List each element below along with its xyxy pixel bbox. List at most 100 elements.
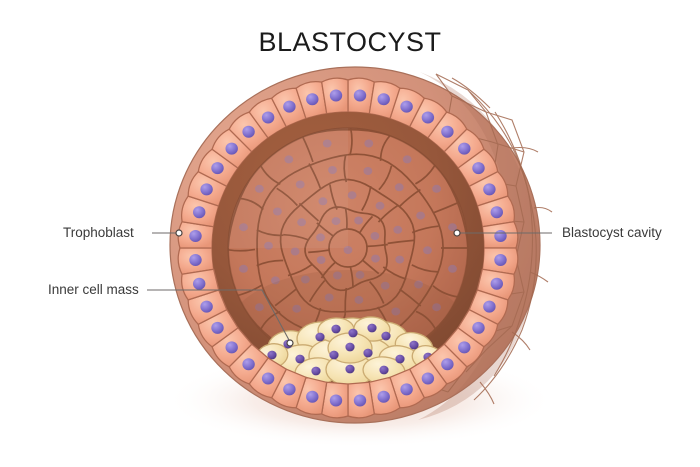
cavity-cell-boundary: [287, 264, 313, 277]
trophoblast-nucleus: [353, 394, 367, 407]
inner-cell-mass-nucleus: [381, 331, 391, 341]
cavity-cell-nucleus: [316, 233, 325, 242]
cavity-cell-boundary: [358, 215, 374, 234]
inner-cell-mass-nucleus: [267, 350, 277, 360]
trophoblast-label-text: Trophoblast: [63, 225, 134, 240]
trophoblast-nucleus: [225, 142, 238, 155]
cavity-cell-boundary: [361, 185, 372, 211]
cavity-cell-nucleus: [297, 218, 306, 227]
cavity-cell-boundary: [259, 165, 281, 185]
cavity-cell-nucleus: [284, 155, 294, 164]
cavity-cell-boundary: [366, 243, 388, 248]
cavity-cell-nucleus: [301, 275, 310, 284]
inner-cell-mass-leader-line: [147, 289, 290, 341]
label-group-trophoblast: Trophoblast: [63, 225, 183, 240]
inner-cell-mass-label-text: Inner cell mass: [48, 282, 139, 297]
cavity-cell-boundary: [415, 310, 437, 331]
inner-cell-mass-marker-dot: [286, 339, 294, 347]
cavity-cell-boundary: [328, 228, 368, 268]
trophoblast-ring-front-bottom: [180, 268, 516, 419]
cavity-cell-nucleus: [331, 217, 341, 226]
trophoblast-nucleus: [200, 183, 213, 196]
cavity-cell-nucleus: [416, 211, 425, 220]
trophoblast-nucleus: [306, 390, 319, 403]
cavity-cell-nucleus: [255, 303, 264, 312]
trophoblast-nucleus: [261, 111, 275, 124]
cavity-cell-boundary: [308, 163, 322, 189]
cavity-cell-nucleus: [402, 155, 412, 164]
trophoblast-nucleus: [490, 206, 503, 219]
cavity-cell-boundary: [228, 248, 256, 252]
cavity-cell-boundary: [398, 188, 421, 208]
cavity-cell-boundary: [256, 229, 284, 237]
cavity-cell-boundary: [320, 261, 336, 279]
trophoblast-nucleus: [377, 93, 390, 106]
inner-cell-mass-nucleus: [348, 328, 358, 338]
inner-cell-mass-nucleus: [315, 332, 325, 342]
cavity-cell-nucleus: [273, 207, 282, 216]
cavity-cell-nucleus: [290, 247, 300, 256]
trophoblast-nucleus: [225, 341, 238, 354]
page-title: BLASTOCYST: [258, 27, 441, 57]
cavity-cell-boundary: [301, 136, 314, 163]
cavity-cell-nucleus: [432, 184, 441, 193]
cavity-cell-nucleus: [380, 281, 390, 290]
trophoblast-nucleus: [189, 254, 202, 266]
cavity-cell-boundary: [304, 206, 388, 292]
cavity-cell-boundary: [256, 259, 284, 267]
cavity-cell-boundary: [308, 249, 330, 254]
inner-cell-mass-nucleus: [295, 354, 305, 364]
inner-cell-mass-nucleus: [367, 323, 377, 333]
trophoblast-nucleus: [200, 300, 213, 313]
cavity-cell-boundary: [349, 266, 354, 288]
cavity-cell-nucleus: [333, 271, 342, 280]
blastocyst-cavity-label-text: Blastocyst cavity: [562, 225, 662, 240]
trophoblast-nucleus: [283, 383, 296, 396]
trophoblast-nucleus: [400, 100, 413, 113]
cavity-cell-boundary: [368, 281, 385, 304]
inner-cell-mass-nucleus: [311, 366, 321, 376]
inner-cell-mass-nucleus: [329, 350, 339, 360]
trophoblast-nucleus: [483, 300, 496, 313]
cavity-cell-boundary: [382, 266, 407, 281]
cavity-cell-nucleus: [371, 254, 380, 263]
cavity-cell-boundary: [362, 259, 380, 275]
cavity-cell-nucleus: [239, 264, 248, 273]
trophoblast-nucleus: [472, 162, 485, 175]
inner-cell-mass-nucleus: [379, 365, 389, 375]
cavity-cell-nucleus: [354, 295, 364, 304]
cavity-cell-boundary: [329, 184, 338, 210]
trophoblast-nucleus: [189, 230, 202, 242]
inner-cell-mass-nucleus: [345, 342, 355, 352]
cavity-cell-nucleus: [264, 241, 273, 250]
cavity-cell-boundary: [433, 201, 460, 214]
cavity-cell-nucleus: [354, 216, 363, 225]
trophoblast-nucleus: [193, 277, 206, 290]
cavity-cell-nucleus: [295, 180, 305, 189]
inner-cell-mass-nucleus: [345, 364, 355, 374]
cavity-cell-nucleus: [432, 303, 441, 312]
cavity-cell-nucleus: [414, 280, 423, 289]
cavity-cell-boundary: [414, 164, 436, 185]
trophoblast-nucleus: [400, 383, 413, 396]
cavity-cell-boundary: [276, 187, 299, 207]
trophoblast-nucleus: [483, 183, 496, 196]
trophoblast-marker-dot: [175, 229, 183, 237]
trophoblast-nucleus: [441, 358, 454, 371]
label-group-blastocyst-cavity: Blastocyst cavity: [453, 225, 662, 240]
cavity-cell-boundary: [237, 283, 264, 297]
blastocyst-cavity-marker-dot: [453, 229, 461, 237]
cavity-cell-nucleus: [318, 197, 328, 206]
inner-cell-mass-nucleus: [395, 354, 405, 364]
inner-cell-mass-nucleus: [409, 340, 419, 350]
trophoblast-nucleus: [211, 162, 224, 175]
cavity-cell-boundary: [308, 279, 326, 303]
cavity-cell-nucleus: [328, 166, 337, 174]
cavity-cell-nucleus: [343, 246, 353, 254]
cavity-cell-nucleus: [324, 293, 334, 302]
trophoblast-nucleus: [211, 321, 224, 334]
cavity-cell-boundary: [279, 178, 416, 313]
cavity-cell-boundary: [298, 202, 320, 222]
trophoblast-nucleus: [441, 125, 454, 138]
trophoblast-nucleus: [421, 372, 435, 385]
